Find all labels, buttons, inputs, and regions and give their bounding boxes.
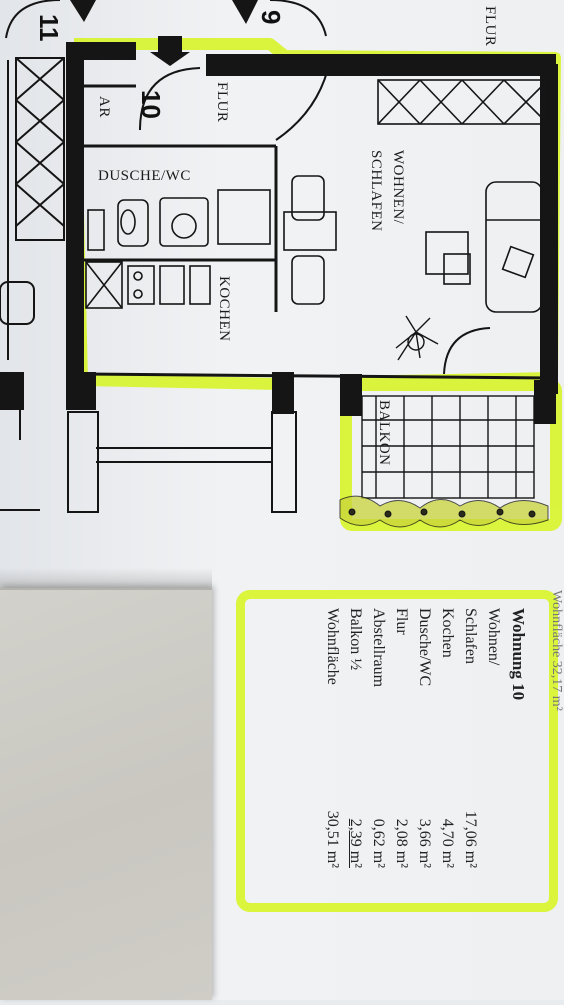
walls <box>0 42 558 424</box>
corner-flur-label: FLUR <box>482 6 498 46</box>
area-row-label: Wohnfläche <box>324 608 341 685</box>
area-row-value: 4,70 m² <box>439 818 456 868</box>
living-furniture <box>283 175 543 313</box>
area-row-label: Kochen <box>439 608 456 658</box>
area-row-value: 3,66 m² <box>416 818 433 868</box>
room-label-dusche-wc: DUSCHE/WC <box>98 168 191 184</box>
area-row-label: Wohnen/ <box>485 608 502 666</box>
area-row: Flur 2,08 m² <box>390 608 413 868</box>
area-row-label: Dusche/WC <box>416 608 433 687</box>
wardrobe-hatched <box>377 79 549 125</box>
interior-walls <box>83 84 551 380</box>
area-table: Wohnung 10 Wohnen/ Schlafen 17,06 m² Koc… <box>321 608 530 868</box>
balcony-planters <box>339 495 549 528</box>
plant-symbol <box>395 315 439 361</box>
edge-text-fragment: Wohnfläche 32,17 m² <box>549 590 564 711</box>
balcony <box>361 395 535 499</box>
area-row-value: 0,62 m² <box>370 818 387 868</box>
area-row: Balkon ½ 2,39 m² <box>344 608 367 868</box>
area-row: Wohnen/ <box>482 608 505 868</box>
area-row-label: Abstellraum <box>370 608 387 688</box>
room-label-balkon: BALKON <box>376 400 392 466</box>
paper-overlay <box>0 568 212 1000</box>
room-label-ar: AR <box>96 96 112 118</box>
area-row-label: Balkon ½ <box>347 608 364 671</box>
bathroom-fixtures <box>87 189 271 251</box>
area-row: Abstellraum 0,62 m² <box>367 608 390 868</box>
area-row-value: 30,51 m² <box>324 810 341 868</box>
room-label-schlafen: SCHLAFEN <box>368 150 384 232</box>
area-row-total: Wohnfläche 30,51 m² <box>321 608 344 868</box>
area-row-value <box>482 782 505 868</box>
area-row-value: 2,39 m² <box>347 818 364 868</box>
area-row-value: 2,08 m² <box>393 818 410 868</box>
area-row-label: Flur <box>393 608 410 635</box>
corridor <box>0 408 297 513</box>
area-table-highlight <box>236 590 558 912</box>
left-neighbor-unit <box>0 57 65 360</box>
area-row: Dusche/WC 3,66 m² <box>413 608 436 868</box>
area-row: Kochen 4,70 m² <box>436 608 459 868</box>
unit-number-9: 9 <box>256 10 286 24</box>
unit-number-10: 10 <box>136 90 166 119</box>
area-row: Schlafen 17,06 m² <box>459 608 482 868</box>
area-table-title: Wohnung 10 <box>509 608 528 701</box>
unit-number-11: 11 <box>34 14 64 42</box>
area-row-value: 17,06 m² <box>462 810 479 868</box>
room-label-kochen: KOCHEN <box>216 276 232 342</box>
kitchen-counter <box>85 261 211 309</box>
room-label-wohnen: WOHNEN/ <box>390 150 406 225</box>
arrow-markers <box>70 0 258 66</box>
area-row-label: Schlafen <box>462 608 479 664</box>
room-label-flur: FLUR <box>214 82 230 122</box>
